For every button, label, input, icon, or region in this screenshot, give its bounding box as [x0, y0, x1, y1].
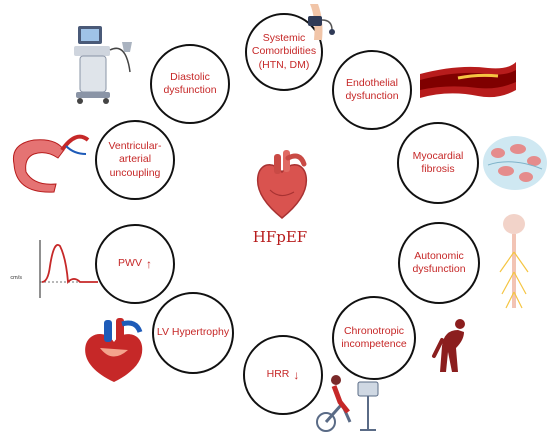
ultrasound-machine-icon: [74, 26, 132, 104]
node-endothelial-dysfunction: Endothelial dysfunction: [332, 50, 412, 130]
pulse-waveform-icon: [39, 240, 98, 298]
node-label: Myocardial fibrosis: [412, 149, 464, 175]
node-hrr: HRR ↓: [243, 335, 323, 415]
node-label: Diastolic dysfunction: [163, 70, 217, 96]
node-lv-hypertrophy: LV Hypertrophy: [152, 292, 234, 374]
blood-vessel-icon: [420, 62, 516, 98]
blood-pressure-cuff-icon: [308, 4, 335, 40]
down-arrow-icon: ↓: [293, 367, 300, 382]
fatigued-person-icon: [432, 319, 465, 372]
ventricle-artery-icon: [12, 134, 90, 193]
node-pwv: PWV ↑: [95, 224, 175, 304]
node-ventricular-arterial-uncoupling: Ventricular- arterial uncoupling: [95, 120, 175, 200]
node-label: Ventricular- arterial uncoupling: [108, 140, 162, 179]
up-arrow-icon: ↑: [145, 256, 152, 271]
node-autonomic-dysfunction: Autonomic dysfunction: [398, 222, 480, 304]
waveform-unit-label: cm/s: [10, 275, 22, 281]
node-diastolic-dysfunction: Diastolic dysfunction: [150, 44, 230, 124]
fibrotic-tissue-icon: [483, 136, 547, 190]
node-label: PWV: [118, 257, 142, 270]
node-myocardial-fibrosis: Myocardial fibrosis: [397, 122, 479, 204]
node-label: LV Hypertrophy: [156, 326, 230, 339]
node-label: Autonomic dysfunction: [412, 249, 466, 275]
node-label: Chronotropic incompetence: [341, 324, 407, 350]
center-label: HFpEF: [252, 228, 308, 246]
exercise-bike-test-icon: [316, 375, 379, 432]
node-label: HRR: [266, 368, 290, 381]
nervous-system-icon: [499, 214, 529, 309]
node-label: Endothelial dysfunction: [345, 76, 399, 102]
node-label: Systemic Comorbidities (HTN, DM): [251, 32, 317, 71]
heart-icon: [256, 150, 308, 219]
heart-anatomy-icon: [85, 318, 143, 382]
node-chronotropic-incompetence: Chronotropic incompetence: [332, 296, 416, 380]
